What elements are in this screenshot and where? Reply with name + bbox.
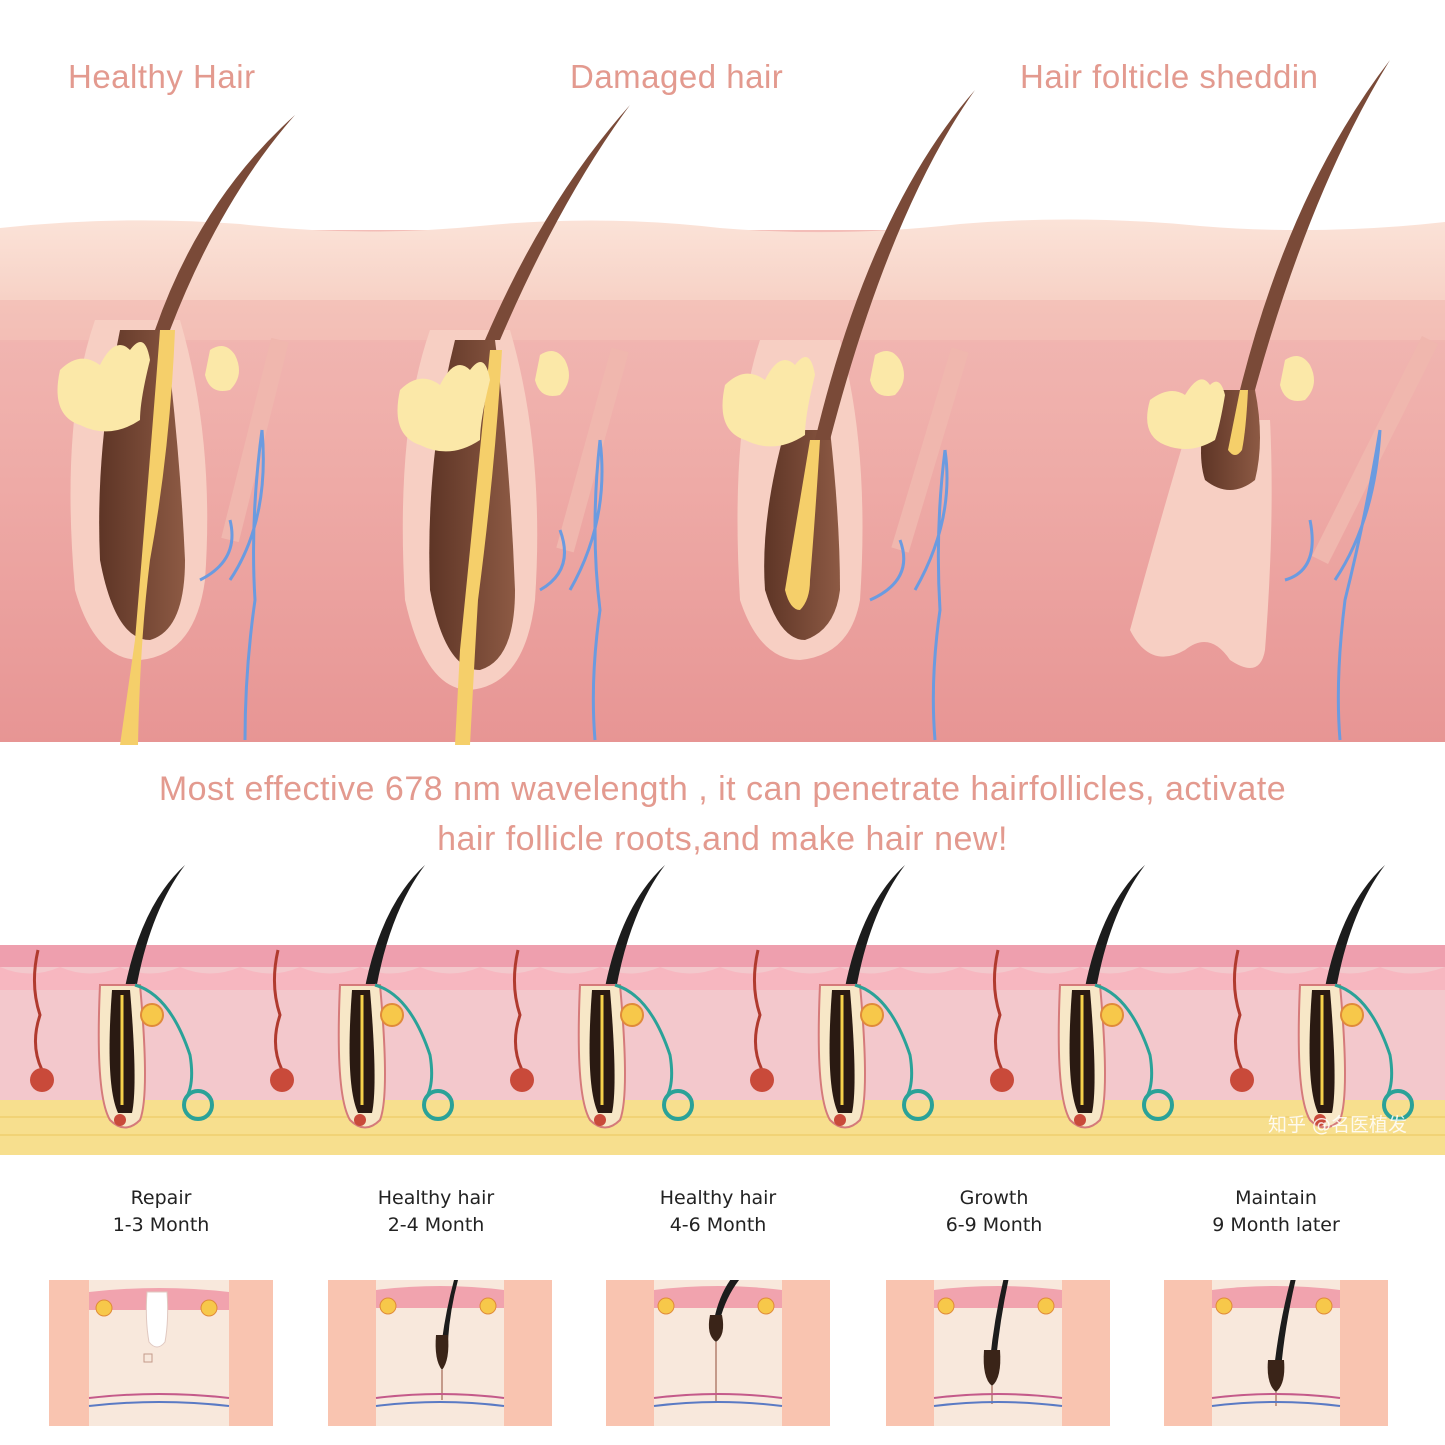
- stage-5-label: Maintain 9 Month later: [1164, 1185, 1388, 1239]
- shed-follicle: [1130, 60, 1439, 741]
- caption-line-1: Most effective 678 nm wavelength , it ca…: [158, 770, 1287, 808]
- title-follicle-shedding: Hair folticle sheddin: [1020, 58, 1319, 95]
- skin-unit-4: [750, 865, 934, 1129]
- skin-unit-6: [1230, 865, 1414, 1129]
- title-damaged-hair: Damaged hair: [570, 58, 784, 95]
- stage-name: Repair: [130, 1187, 192, 1209]
- stage-period: 9 Month later: [1212, 1214, 1340, 1236]
- skin-unit-2: [270, 865, 454, 1129]
- stage-1-illustration: [49, 1280, 273, 1426]
- stage-3-illustration: [606, 1280, 830, 1426]
- stage-name: Healthy hair: [377, 1187, 495, 1209]
- follicle-comparison-illustration: [0, 60, 1445, 745]
- stage-2-label: Healthy hair 2-4 Month: [324, 1185, 548, 1239]
- stage-5-illustration: [1164, 1280, 1388, 1426]
- stage-period: 1-3 Month: [112, 1214, 210, 1236]
- skin-unit-5: [990, 865, 1174, 1129]
- stage-name: Maintain: [1235, 1187, 1317, 1209]
- stage-4-label: Growth 6-9 Month: [882, 1185, 1106, 1239]
- skin-unit-3: [510, 865, 694, 1129]
- stage-1-label: Repair 1-3 Month: [49, 1185, 273, 1239]
- stage-period: 6-9 Month: [945, 1214, 1043, 1236]
- healthy-follicle: [57, 115, 295, 745]
- stage-3-label: Healthy hair 4-6 Month: [606, 1185, 830, 1239]
- stage-period: 4-6 Month: [669, 1214, 767, 1236]
- stage-name: Growth: [959, 1187, 1029, 1209]
- watermark: 知乎 @名医植发: [1268, 1114, 1408, 1136]
- stage-period: 2-4 Month: [387, 1214, 485, 1236]
- stage-4-illustration: [886, 1280, 1110, 1426]
- caption-line-2: hair follicle roots,and make hair new!: [437, 820, 1008, 858]
- stage-name: Healthy hair: [659, 1187, 777, 1209]
- shrinking-follicle: [722, 90, 975, 741]
- damaged-follicle: [397, 105, 630, 745]
- skin-unit-1: [30, 865, 214, 1129]
- title-healthy-hair: Healthy Hair: [68, 58, 256, 95]
- skin-cross-section-strip: [0, 865, 1445, 1155]
- stage-2-illustration: [328, 1280, 552, 1426]
